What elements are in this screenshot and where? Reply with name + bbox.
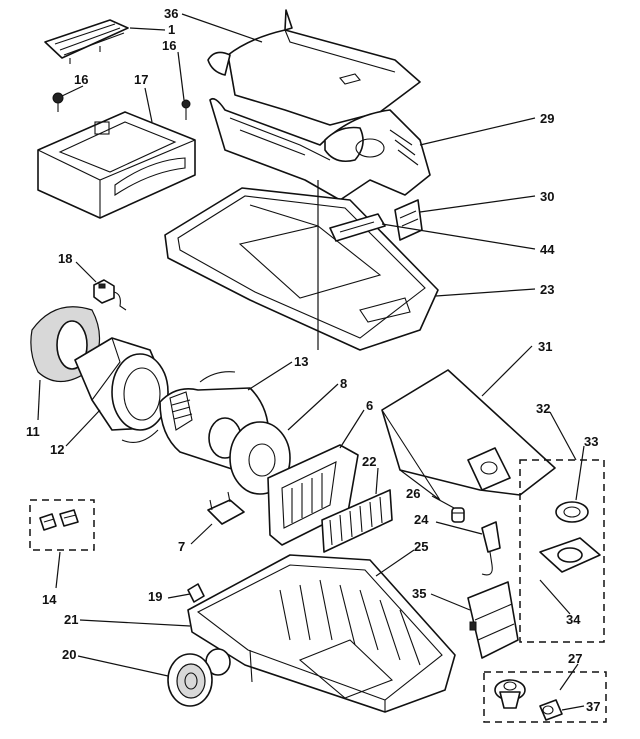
callout-19: 19 [148,589,162,604]
part-16-screw-right[interactable] [181,99,191,120]
part-21-canister-body[interactable] [187,554,456,713]
part-27-knob-group[interactable] [483,671,607,723]
callout-18: 18 [58,251,72,266]
callout-7: 7 [178,539,185,554]
callout-36: 36 [164,6,178,21]
callout-13: 13 [294,354,308,369]
part-14-parts-kit[interactable] [29,499,95,551]
callout-16-left: 16 [74,72,88,87]
part-7-clip[interactable] [207,491,245,525]
callout-34: 34 [566,612,581,627]
callout-31: 31 [538,339,552,354]
part-29-cover-assembly[interactable] [209,97,431,201]
callout-17: 17 [134,72,148,87]
callout-16-right: 16 [162,38,176,53]
part-33-seal-ring[interactable] [555,501,589,523]
part-18-switch[interactable] [93,279,127,311]
callout-24: 24 [414,512,429,527]
callout-32: 32 [536,401,550,416]
part-16-screw-left[interactable] [52,92,64,112]
callout-20: 20 [62,647,76,662]
part-44-filter-bar[interactable] [329,213,386,242]
part-17-handle-base[interactable] [37,111,196,219]
part-35-bracket-assembly[interactable] [467,581,519,659]
callout-21: 21 [64,612,78,627]
part-37-plug[interactable] [539,699,563,721]
part-32-bag-mount-group[interactable] [519,459,605,643]
callout-12: 12 [50,442,64,457]
callout-33: 33 [584,434,598,449]
part-34-bag-plate[interactable] [539,537,601,573]
part-36-top-cover[interactable] [207,9,421,126]
callout-27: 27 [568,651,582,666]
part-24-connector[interactable] [481,521,501,576]
callout-25: 25 [414,539,428,554]
callout-23: 23 [540,282,554,297]
callout-44: 44 [540,242,555,257]
callout-8: 8 [340,376,347,391]
callout-labels: 36 1 16 16 17 29 30 44 18 23 31 13 8 6 3… [26,6,600,714]
callout-26: 26 [406,486,420,501]
part-19-bracket[interactable] [187,583,205,603]
leader-lines [37,13,585,711]
part-26-fitting[interactable] [451,507,465,523]
callout-29: 29 [540,111,554,126]
part-22-filter-grille[interactable] [321,489,393,553]
part-30-latch[interactable] [394,199,423,241]
part-1-handle-grip[interactable] [44,19,129,64]
callout-1: 1 [168,22,175,37]
part-31-dust-bag[interactable] [381,369,556,501]
part-20-wheel[interactable] [167,653,213,707]
callout-37: 37 [586,699,600,714]
callout-22: 22 [362,454,376,469]
part-12-motor-housing[interactable] [74,337,169,431]
callout-35: 35 [412,586,426,601]
callout-14: 14 [42,592,57,607]
callout-11: 11 [26,424,40,439]
callout-6: 6 [366,398,373,413]
callout-30: 30 [540,189,554,204]
